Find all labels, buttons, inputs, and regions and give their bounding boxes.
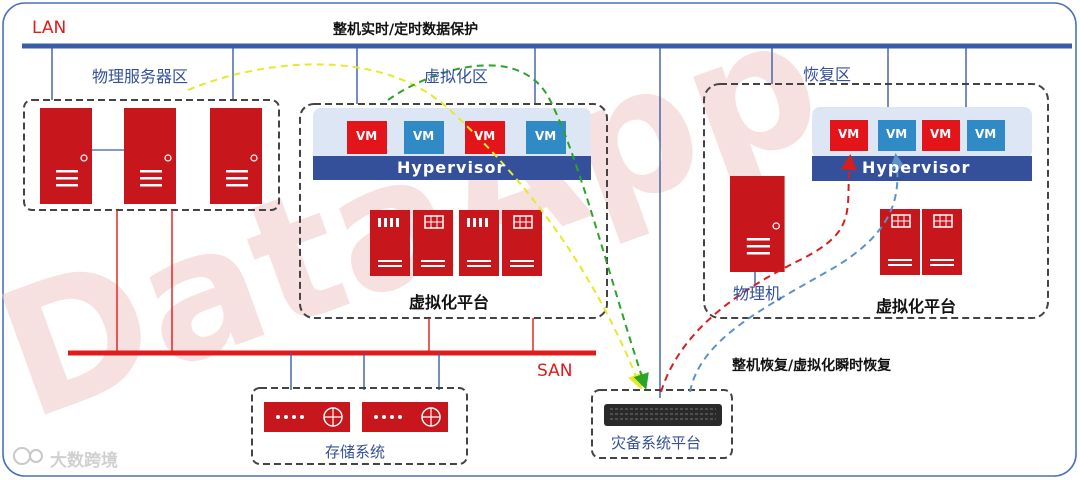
vm-label: VM — [474, 129, 496, 143]
platform-right-label: 虚拟化平台 — [876, 297, 957, 316]
appliance-icon — [604, 404, 722, 426]
server-icon — [209, 107, 263, 205]
storage-box — [251, 387, 468, 465]
protection-arrow-yellow — [187, 63, 644, 390]
zone-virtual-label: 虚拟化区 — [424, 67, 489, 86]
physical-machine-label: 物理机 — [733, 284, 782, 303]
zone-recovery-box — [703, 83, 1049, 319]
hypervisor-label: Hypervisor — [397, 158, 506, 177]
rack-icon — [459, 210, 499, 276]
vm-label: VM — [975, 127, 997, 141]
vm-label: VM — [886, 127, 908, 141]
protection-arrow-green — [387, 64, 649, 390]
vm-blue-icon — [967, 120, 1005, 151]
vm-blue-icon — [878, 120, 916, 151]
vm-blue-icon — [526, 121, 566, 154]
san-drops — [116, 210, 534, 353]
vm-label: VM — [535, 129, 557, 143]
vm-blue-icon — [404, 121, 444, 154]
zone-recovery-label: 恢复区 — [803, 65, 852, 84]
vm-red-icon — [830, 120, 868, 151]
vm-label: VM — [413, 129, 435, 143]
vm-label: VM — [356, 129, 378, 143]
rack-icon — [921, 208, 963, 276]
zone-physical-label: 物理服务器区 — [92, 67, 189, 86]
zone-physical-box — [23, 99, 280, 211]
lan-label: LAN — [32, 18, 67, 38]
physical-machine-icon — [729, 175, 786, 273]
title-label: 整机实时/定时数据保护 — [333, 22, 479, 38]
brand-logo-icon — [13, 447, 43, 465]
recovery-arrow-red — [660, 154, 857, 393]
storage-system-label: 存储系统 — [325, 443, 386, 461]
vm-red-icon — [922, 120, 960, 151]
vm-red-icon — [465, 121, 505, 154]
rack-icon — [412, 209, 454, 277]
zone-virtual-box — [299, 103, 608, 319]
storage-icon — [361, 401, 449, 433]
recovery-caption: 整机恢复/虚拟化瞬时恢复 — [732, 358, 892, 374]
san-label: SAN — [537, 361, 573, 381]
vm-red-icon — [347, 121, 387, 154]
platform-left-label: 虚拟化平台 — [409, 293, 490, 312]
vm-label: VM — [930, 127, 952, 141]
rack-icon — [501, 209, 543, 277]
backup-platform-label: 灾备系统平台 — [611, 434, 702, 452]
rack-icon — [370, 210, 410, 276]
hypervisor-label: Hypervisor — [862, 158, 971, 177]
vm-label: VM — [838, 127, 860, 141]
server-icon — [123, 107, 177, 205]
hypervisor-band — [313, 156, 591, 180]
storage-icon — [263, 401, 351, 433]
brand-label: 大数跨境 — [50, 451, 118, 471]
lan-drops — [51, 46, 967, 398]
server-icon — [39, 107, 93, 205]
